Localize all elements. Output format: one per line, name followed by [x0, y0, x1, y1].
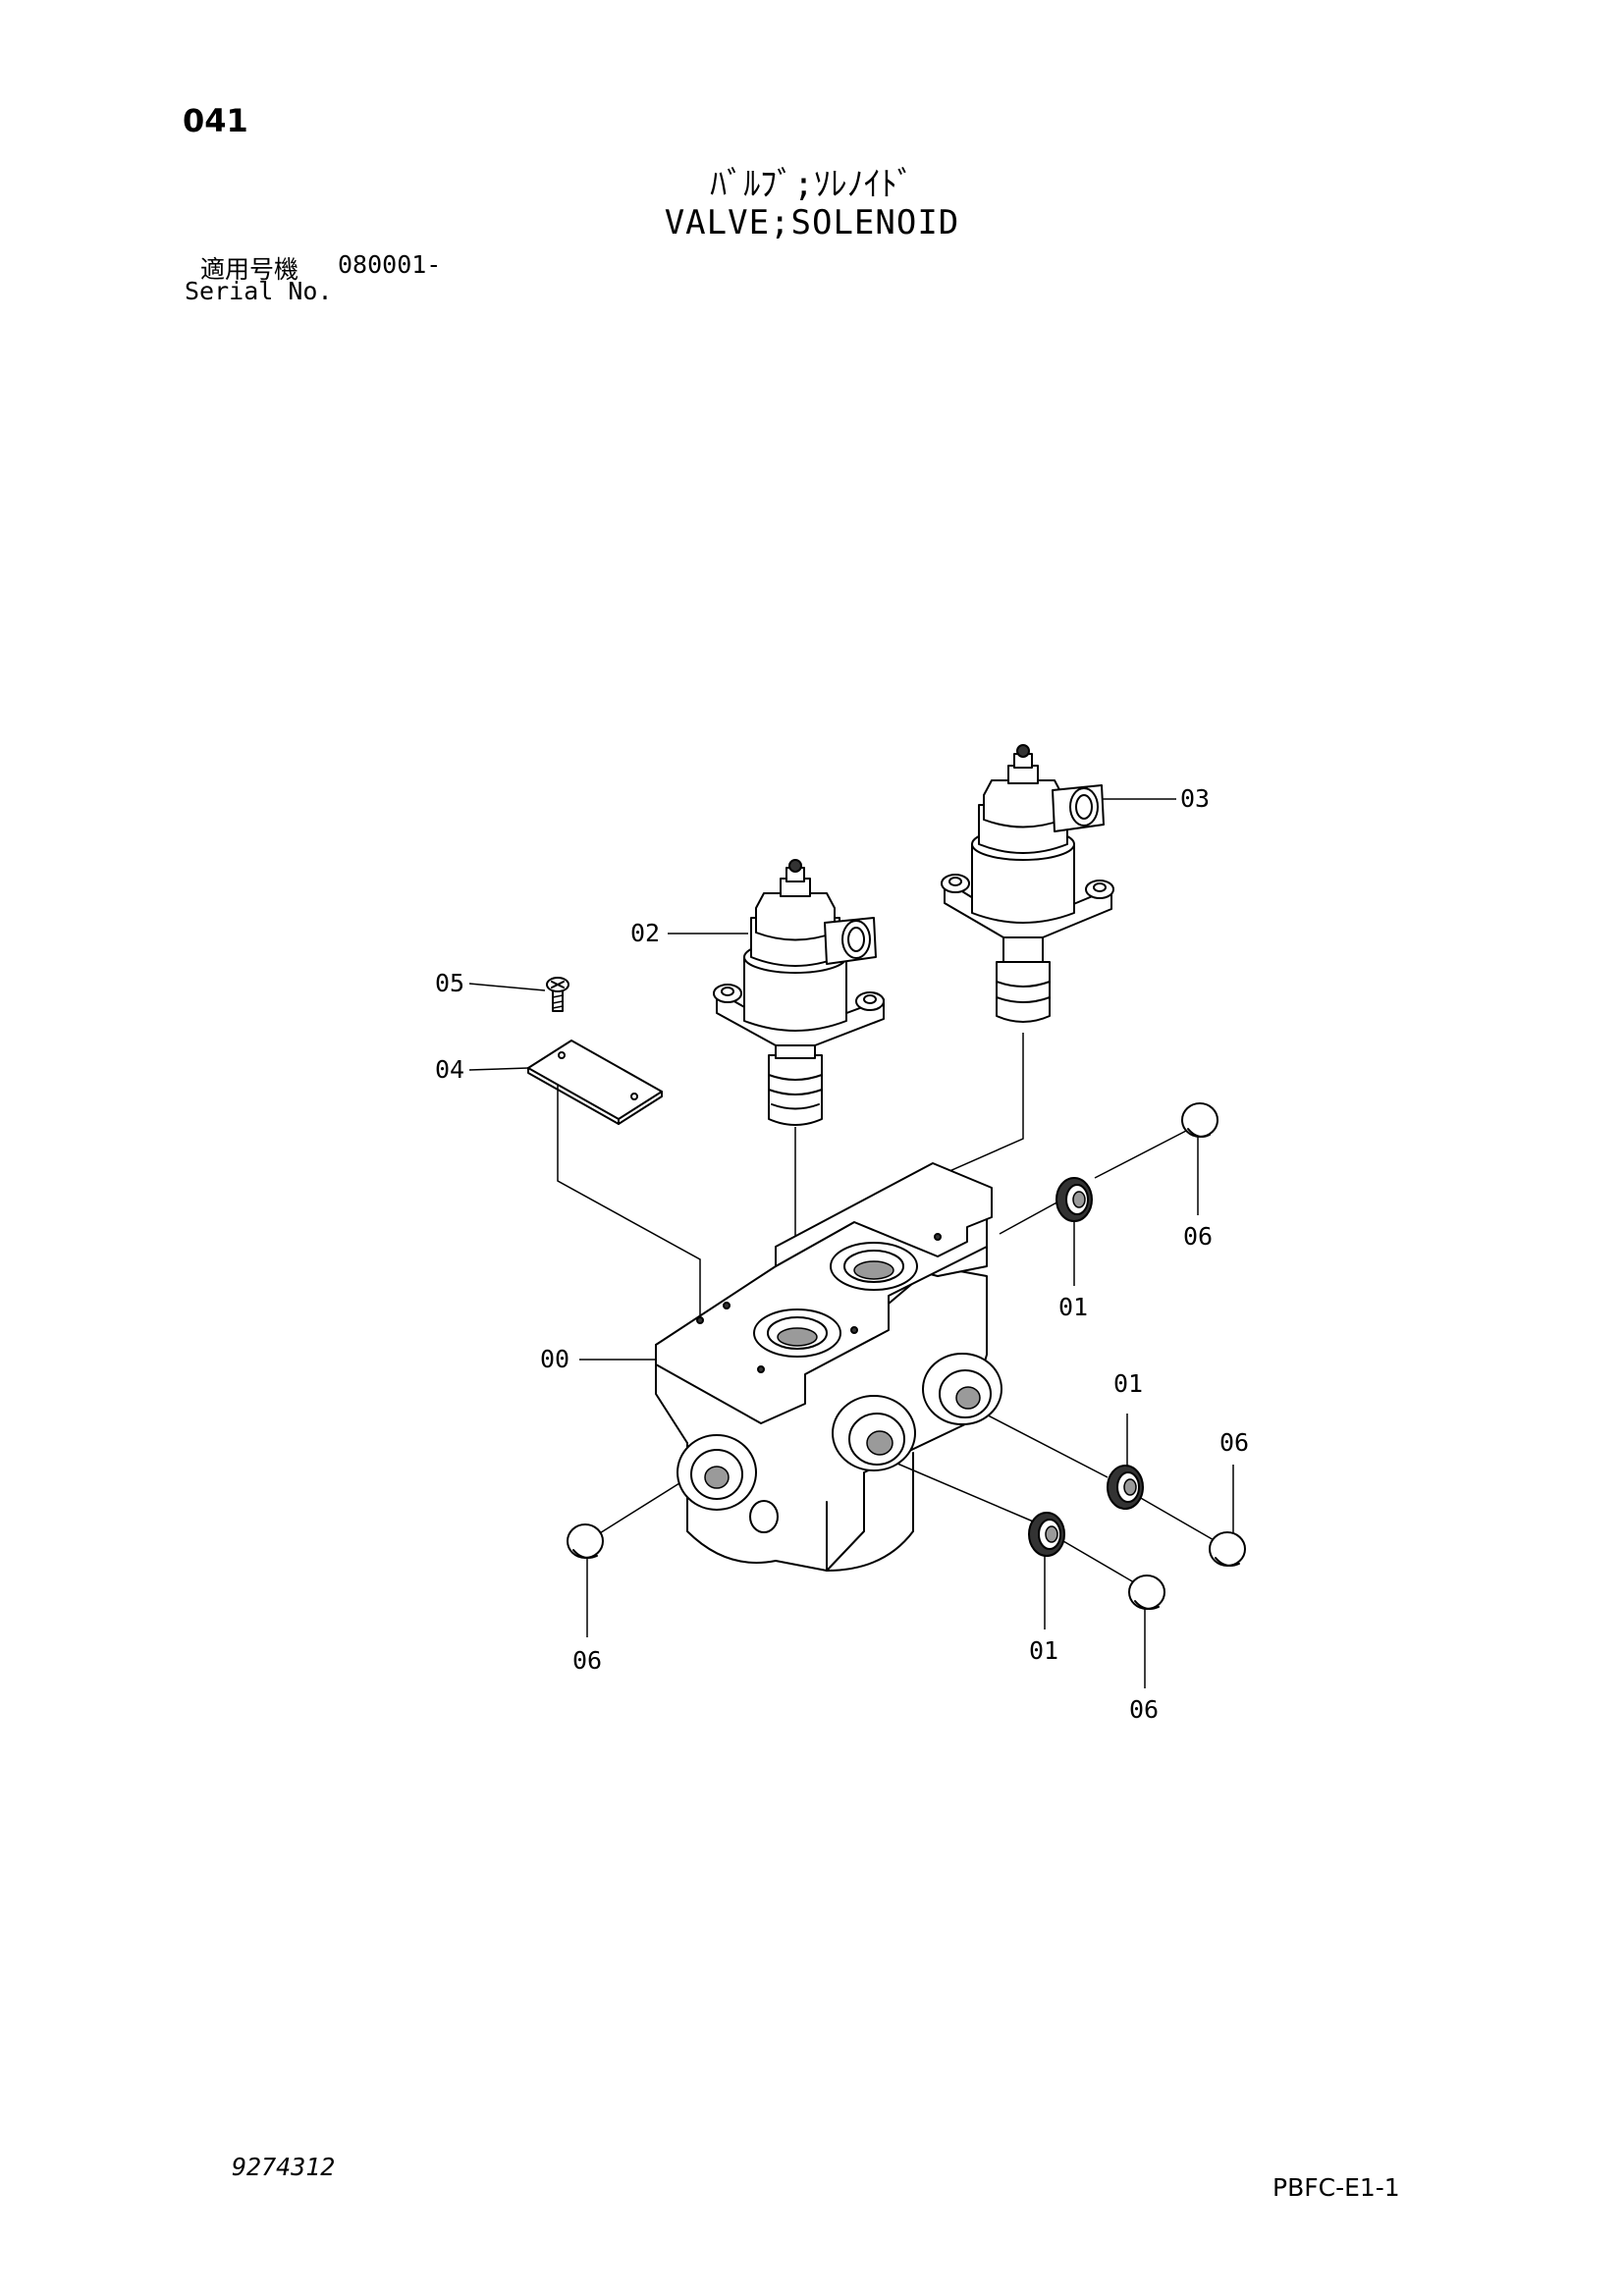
seal-part-mid	[1107, 1465, 1144, 1510]
screw-part	[546, 977, 569, 1012]
serial-label-japanese: 適用号機	[200, 255, 299, 284]
seal-part-bottom	[1028, 1512, 1065, 1557]
title-english: VALVE;SOLENOID	[664, 203, 960, 242]
seal-part-top	[1056, 1177, 1093, 1222]
callout-01-bottom: 01	[1029, 1636, 1058, 1665]
valve-body	[655, 1162, 1002, 1572]
page-number: 041	[183, 102, 248, 139]
callout-02: 02	[630, 919, 660, 947]
callout-01-top: 01	[1058, 1293, 1088, 1321]
page-code: PBFC-E1-1	[1272, 2173, 1400, 2202]
solenoid-valve-left	[713, 859, 885, 1126]
serial-number-value: 080001-	[338, 250, 442, 279]
callout-06-left: 06	[572, 1646, 602, 1675]
cap-part-mid-right	[1209, 1531, 1246, 1567]
serial-label-english: Serial No.	[185, 277, 333, 305]
cap-part-bottom-right	[1128, 1575, 1165, 1610]
callout-06-mid-right: 06	[1219, 1428, 1249, 1457]
callout-04: 04	[435, 1055, 464, 1084]
callout-03: 03	[1180, 784, 1210, 813]
solenoid-valve-right	[941, 744, 1114, 1023]
title-japanese: ﾊﾞﾙﾌﾞ;ｿﾚﾉｲﾄﾞ	[710, 165, 914, 204]
cap-part-left	[567, 1523, 604, 1559]
cap-part-top-right	[1181, 1102, 1218, 1138]
plate-part	[527, 1040, 663, 1125]
leader-lines	[468, 798, 1234, 1688]
callout-06-bottom-right: 06	[1129, 1695, 1159, 1724]
drawing-number: 9274312	[232, 2153, 336, 2181]
callout-00: 00	[540, 1345, 569, 1373]
callout-01-mid: 01	[1113, 1369, 1143, 1398]
callout-05: 05	[435, 969, 464, 997]
callout-06-top-right: 06	[1183, 1222, 1213, 1251]
